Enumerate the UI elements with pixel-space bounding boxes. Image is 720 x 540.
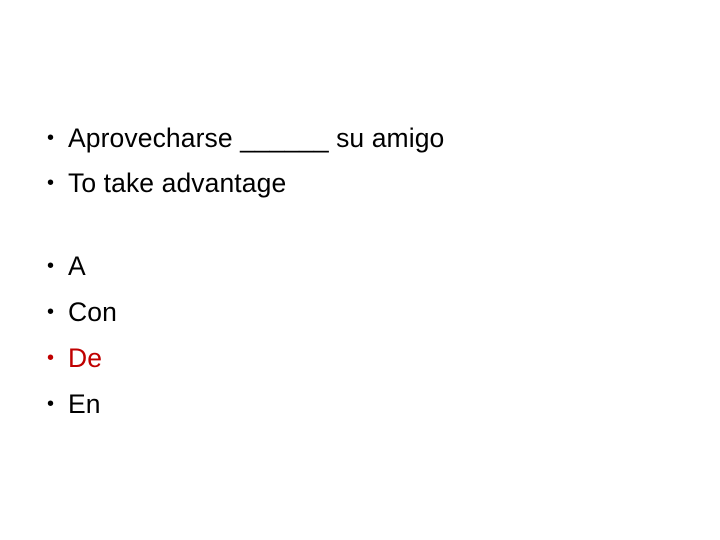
bullet-dot-icon: • [47,127,55,149]
answer-options-list: • A • Con • De • En [36,248,686,422]
bullet-dot-icon: • [47,172,55,194]
bullet-dot-icon: • [47,301,55,323]
bullet-dot-icon: • [47,347,55,369]
prompt-spanish-bullet[interactable]: • Aprovecharse ______ su amigo [36,120,686,156]
prompt-spanish-text-after: su amigo [328,123,445,153]
answer-option-con[interactable]: • Con [36,294,686,330]
prompt-english-bullet[interactable]: • To take advantage [36,165,686,201]
slide-content-placeholder: • Aprovecharse ______ su amigo • To take… [36,120,686,432]
fill-in-blank: ______ [240,123,329,153]
prompt-spanish-text-before: Aprovecharse [68,123,241,153]
answer-option-a[interactable]: • A [36,248,686,284]
bullet-dot-icon: • [47,255,55,277]
answer-option-de-label: De [68,343,103,373]
prompt-bullet-list: • Aprovecharse ______ su amigo • To take… [36,120,686,201]
prompt-english-text: To take advantage [68,168,287,198]
answer-option-a-label: A [68,251,86,281]
bullet-dot-icon: • [47,393,55,415]
answer-option-de[interactable]: • De [36,340,686,376]
answer-option-en[interactable]: • En [36,386,686,422]
answer-option-en-label: En [68,389,101,419]
answer-option-con-label: Con [68,297,117,327]
